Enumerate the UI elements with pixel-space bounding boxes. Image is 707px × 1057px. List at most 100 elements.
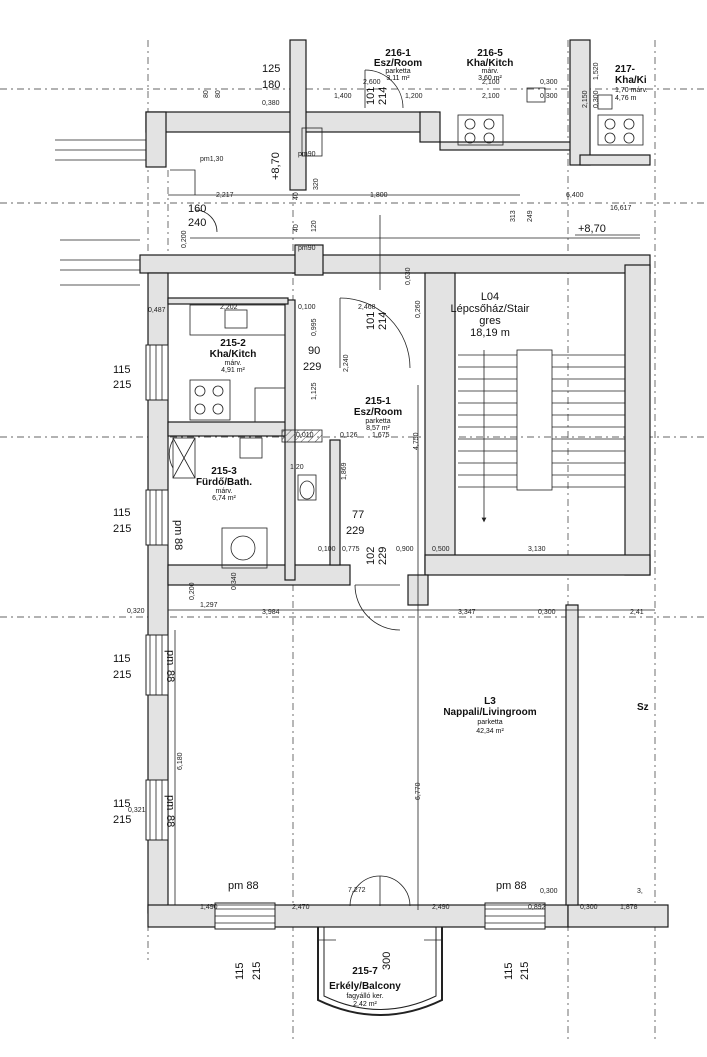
room-number: 216-1 (385, 48, 411, 59)
svg-text:115: 115 (113, 364, 131, 376)
dim-lines (168, 194, 655, 910)
svg-text:0,300: 0,300 (540, 79, 558, 86)
svg-text:215: 215 (113, 669, 131, 681)
room-215-7: 215-7 Erkély/Balcony fagyálló ker. 2,42 … (329, 966, 401, 1008)
svg-text:229: 229 (377, 547, 389, 565)
svg-text:215: 215 (113, 379, 131, 391)
svg-text:102: 102 (365, 547, 377, 565)
room-area: 42,34 m² (476, 728, 504, 735)
upper-stove (301, 87, 644, 157)
svg-text:0,900: 0,900 (396, 546, 414, 553)
svg-text:1,20: 1,20 (290, 464, 304, 471)
room-floor: parketta (385, 68, 410, 75)
kitchen-fixtures (189, 304, 286, 423)
svg-text:7,272: 7,272 (348, 887, 366, 894)
svg-text:3,: 3, (637, 888, 643, 895)
pm-label: pm90 (298, 245, 316, 252)
svg-text:0,300: 0,300 (540, 888, 558, 895)
svg-text:125: 125 (262, 63, 280, 75)
room-number: 215-3 (211, 466, 237, 477)
svg-text:180: 180 (262, 79, 280, 91)
svg-text:1,675: 1,675 (372, 432, 390, 439)
svg-text:0,200: 0,200 (181, 230, 188, 248)
svg-text:249: 249 (527, 210, 534, 222)
room-215-3: 215-3 Fürdő/Bath. márv. 6,74 m² (196, 466, 252, 502)
svg-text:0,300: 0,300 (580, 904, 598, 911)
svg-text:2,468: 2,468 (358, 304, 376, 311)
room-name: Esz/Room (374, 58, 422, 69)
room-number: L3 (484, 696, 496, 707)
pm-label: pm 88 (228, 880, 259, 892)
svg-text:2,202: 2,202 (220, 304, 238, 311)
svg-text:40: 40 (293, 224, 300, 232)
balcony (317, 927, 443, 1016)
upper-door (364, 69, 404, 109)
svg-text:1,869: 1,869 (341, 462, 348, 480)
svg-text:0,892: 0,892 (528, 904, 546, 911)
doors (168, 297, 411, 631)
svg-text:115: 115 (503, 962, 515, 980)
svg-text:215: 215 (519, 962, 531, 980)
svg-text:2,600: 2,600 (363, 79, 381, 86)
svg-text:1,297: 1,297 (200, 602, 218, 609)
svg-text:16,617: 16,617 (610, 205, 632, 212)
svg-text:0,380: 0,380 (262, 100, 280, 107)
svg-text:6,770: 6,770 (415, 782, 422, 800)
svg-text:120: 120 (311, 220, 318, 232)
room-name: Erkély/Balcony (329, 981, 401, 992)
svg-text:0,100: 0,100 (318, 546, 336, 553)
svg-text:0,100: 0,100 (298, 304, 316, 311)
room-name: Kha/Kitch (210, 349, 257, 360)
svg-text:88: 88 (164, 670, 176, 682)
room-216-5: 216-5 Kha/Kitch márv. 3,60 m² (467, 48, 514, 82)
room-l3: L3 Nappali/Livingroom parketta 42,34 m² (443, 696, 536, 735)
svg-text:160: 160 (188, 203, 206, 215)
svg-text:1,800: 1,800 (370, 192, 388, 199)
svg-text:pm: pm (164, 795, 176, 810)
staircase (458, 349, 625, 523)
room-number: 216-5 (477, 48, 503, 59)
svg-text:88: 88 (172, 538, 184, 550)
svg-text:229: 229 (346, 525, 364, 537)
room-name: Fürdő/Bath. (196, 477, 252, 488)
svg-text:0,340: 0,340 (231, 572, 238, 590)
svg-text:88: 88 (164, 815, 176, 827)
svg-text:115: 115 (234, 962, 246, 980)
svg-text:1,200: 1,200 (405, 93, 423, 100)
room-floor: fagyálló ker. (346, 993, 383, 1000)
left-exterior (55, 139, 218, 286)
svg-text:1,125: 1,125 (311, 382, 318, 400)
svg-text:1,878: 1,878 (620, 904, 638, 911)
svg-text:214: 214 (377, 312, 389, 330)
svg-text:115: 115 (113, 653, 131, 665)
svg-text:240: 240 (188, 217, 206, 229)
room-name: Kha/Kitch (467, 58, 514, 69)
levels: +8,70 +8,70 pm1,30 pm90 pm90 pm 88 pm 88 (200, 151, 640, 892)
room-name: Kha/Ki (615, 75, 647, 86)
svg-text:3,984: 3,984 (262, 609, 280, 616)
room-number: L04 (481, 291, 499, 303)
room-floor: gres (479, 315, 501, 327)
svg-text:2,100: 2,100 (482, 79, 500, 86)
room-name: Esz/Room (354, 407, 402, 418)
svg-text:229: 229 (303, 361, 321, 373)
svg-text:1,520: 1,520 (593, 62, 600, 80)
svg-text:90: 90 (308, 345, 320, 357)
svg-text:0,487: 0,487 (148, 307, 166, 314)
svg-text:80: 80 (203, 90, 210, 98)
svg-text:0,010: 0,010 (296, 432, 314, 439)
svg-text:101: 101 (365, 87, 377, 105)
room-sz: Sz (637, 702, 649, 713)
room-floor: parketta (365, 418, 390, 425)
room-area: 4,91 m² (221, 367, 245, 374)
room-floor: márv. (482, 68, 499, 75)
bath-fixtures (172, 429, 323, 569)
room-area: 3,11 m² (386, 75, 410, 82)
svg-text:214: 214 (377, 87, 389, 105)
svg-text:4,750: 4,750 (413, 432, 420, 450)
level-right: +8,70 (578, 223, 606, 235)
room-215-1: 215-1 Esz/Room parketta 8,57 m² (354, 396, 402, 432)
room-number: Sz (637, 702, 649, 713)
svg-text:300: 300 (381, 952, 393, 970)
